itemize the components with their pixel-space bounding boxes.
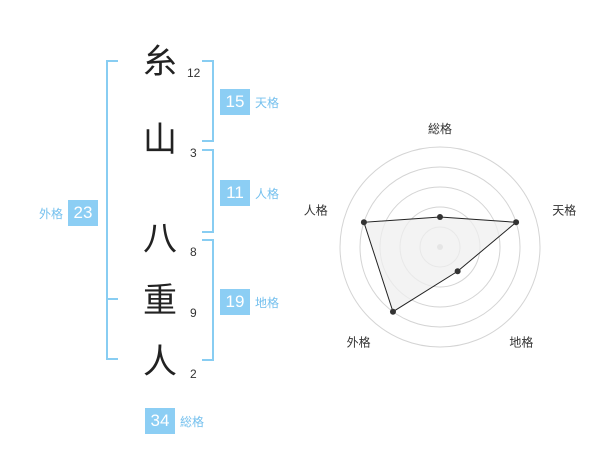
radar-axis-label-3: 地格 (509, 334, 533, 349)
name-char-1: 糸 (143, 42, 177, 82)
tenkaku-badge: 15 天格 (220, 89, 284, 115)
gaikaku-bracket-tick (106, 298, 118, 300)
stroke-count-5: 2 (190, 367, 197, 381)
gaikaku-value: 23 (68, 200, 99, 226)
radar-point-3 (454, 268, 461, 275)
tenkaku-bracket (202, 60, 214, 142)
stroke-count-3: 8 (190, 245, 197, 259)
name-char-2: 山 (143, 120, 177, 160)
soukaku-label: 総格 (180, 414, 205, 429)
gaikaku-badge: 外格 23 (34, 200, 99, 226)
radar-axis-label-5: 人格 (304, 203, 328, 218)
stroke-count-4: 9 (190, 306, 197, 320)
radar-point-1 (437, 214, 443, 220)
gaikaku-bracket (106, 60, 118, 360)
radar-ring (359, 166, 521, 328)
chikaku-value: 19 (220, 289, 250, 315)
jinkaku-value: 11 (220, 180, 250, 206)
tenkaku-value: 15 (220, 89, 250, 115)
radar-polygon (363, 216, 518, 313)
chikaku-badge: 19 地格 (220, 289, 284, 315)
radar-point-5 (360, 219, 367, 226)
soukaku-value: 34 (145, 408, 175, 434)
stroke-count-1: 12 (187, 66, 201, 80)
radar-axis-label-2: 天格 (552, 203, 576, 218)
gaikaku-label: 外格 (39, 206, 64, 221)
jinkaku-label: 人格 (255, 186, 280, 201)
stroke-count-2: 3 (190, 146, 197, 160)
radar-shape (360, 214, 520, 315)
jinkaku-badge: 11 人格 (220, 180, 284, 206)
soukaku-badge: 34 総格 (145, 408, 209, 434)
chikaku-label: 地格 (255, 295, 280, 310)
tenkaku-label: 天格 (255, 95, 280, 110)
radar-axis-label-4: 外格 (347, 334, 371, 349)
name-char-5: 人 (143, 342, 177, 382)
name-char-3: 八 (143, 219, 177, 259)
radar-axis-label-1: 総格 (428, 121, 452, 136)
jinkaku-bracket (202, 149, 214, 233)
chikaku-bracket (202, 239, 214, 361)
radar-point-2 (513, 219, 520, 226)
radar-point-4 (389, 308, 396, 315)
name-char-4: 重 (143, 281, 177, 321)
radar-ring (339, 146, 541, 348)
